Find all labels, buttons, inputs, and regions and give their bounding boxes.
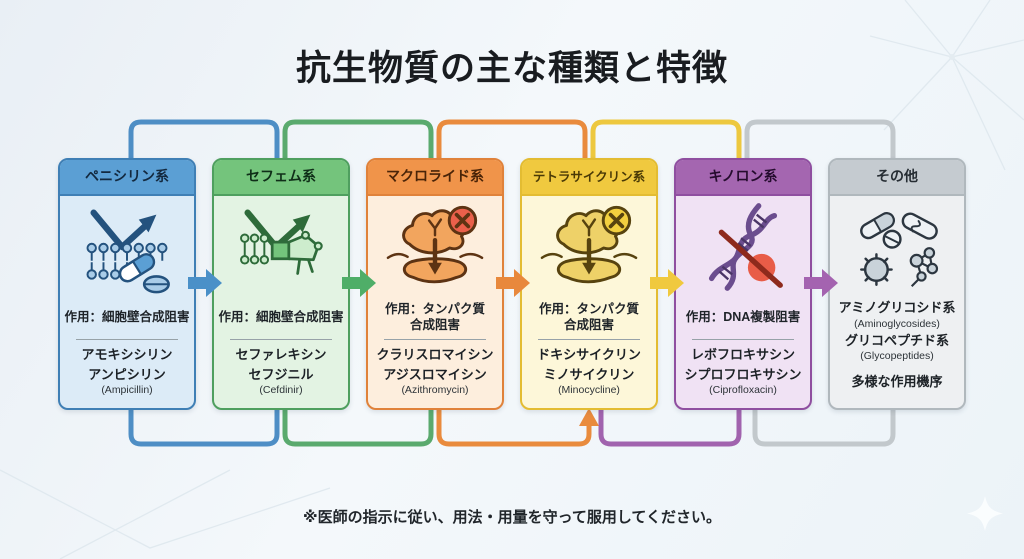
card-macrolide: マクロライド系 作用：タンパク質 合成阻 [366, 158, 504, 410]
bottom-connector-3 [436, 404, 592, 447]
other-classes-list: アミノグリコシド系 (Aminoglycosides) グリコペプチド系 (Gl… [839, 298, 956, 392]
class-name: アミノグリコシド系 [838, 300, 956, 315]
class-name-romaji: (Aminoglycosides) [854, 317, 940, 330]
drug-name: セファレキシン [235, 347, 327, 362]
bottom-connector-5 [752, 404, 896, 447]
divider [230, 339, 332, 340]
drug-list: セファレキシン セフジニル (Cefdinir) [235, 345, 326, 397]
cell-membrane-arrow-pills-icon [62, 198, 192, 298]
card-header-quinolone: キノロン系 [676, 160, 810, 196]
ribosome-blocked-icon [370, 198, 500, 298]
bottom-connector-2 [282, 404, 434, 447]
card-tetracycline: テトラサイクリン系 作用：タンパク質 合 [520, 158, 658, 410]
drug-name: レボフロキサシン [690, 347, 795, 362]
bottom-connector-1 [128, 404, 280, 447]
drug-name: シプロフロキサシン [684, 366, 802, 382]
card-header-cephem: セフェム系 [214, 160, 348, 196]
dna-helix-blocked-icon [678, 198, 808, 298]
drug-name-romaji: (Ampicillin) [101, 384, 153, 396]
assorted-antibiotics-icon [832, 198, 962, 298]
card-title: セフェム系 [246, 168, 316, 185]
divider [692, 339, 794, 340]
drug-list: レボフロキサシン シプロフロキサシン (Ciprofloxacin) [684, 345, 801, 397]
card-title: テトラサイクリン系 [532, 170, 646, 184]
card-other: その他 [828, 158, 966, 410]
footer-note: ※医師の指示に従い、用法・用量を守って服用してください。 [303, 509, 721, 526]
bottom-connector-4 [598, 404, 742, 447]
card-header-other: その他 [830, 160, 964, 196]
card-header-tetracycline: テトラサイクリン系 [522, 160, 656, 196]
drug-name: アジスロマイシン [383, 366, 487, 382]
mechanism-label: 作用：タンパク質 合成阻害 [384, 301, 485, 332]
mechanism-label: 作用：タンパク質 合成阻害 [538, 301, 639, 332]
drug-name: ミノサイクリン [543, 366, 635, 382]
drug-list: クラリスロマイシン アジスロマイシン (Azithromycin) [376, 345, 493, 397]
divider [384, 339, 486, 340]
ribosome-blocked-icon [524, 198, 654, 298]
drug-name-romaji: (Azithromycin) [401, 384, 469, 396]
bottom-return-arrowhead [579, 408, 599, 426]
drug-name: アンピシリン [88, 366, 166, 382]
card-title: その他 [876, 168, 918, 185]
drug-name-romaji: (Ciprofloxacin) [709, 384, 777, 396]
drug-name: アモキシシリン [81, 347, 173, 362]
drug-name: セフジニル [248, 366, 314, 382]
card-header-penicillin: ペニシリン系 [60, 160, 194, 196]
beta-lactam-structure-arrow-icon [216, 198, 346, 298]
drug-list: アモキシシリン アンピシリン (Ampicillin) [81, 345, 172, 397]
class-name-romaji: (Glycopeptides) [860, 350, 934, 363]
card-header-macrolide: マクロライド系 [368, 160, 502, 196]
divider [76, 339, 178, 340]
card-title: キノロン系 [708, 168, 778, 185]
divider [538, 339, 640, 340]
page-title: 抗生物質の主な種類と特徴 [295, 49, 728, 88]
drug-list: ドキシサイクリン ミノサイクリン (Minocycline) [537, 345, 641, 397]
card-row: ペニシリン系 [58, 158, 966, 410]
card-penicillin: ペニシリン系 [58, 158, 196, 410]
card-cephem: セフェム系 [212, 158, 350, 410]
mechanism-label: 作用：細胞壁合成阻害 [218, 309, 344, 324]
class-name: グリコペプチド系 [844, 332, 949, 348]
card-title: マクロライド系 [386, 168, 484, 185]
drug-name: ドキシサイクリン [537, 347, 641, 362]
drug-name: クラリスロマイシン [376, 347, 494, 362]
mechanism-label: 作用：DNA複製阻害 [685, 309, 801, 324]
drug-name-romaji: (Minocycline) [558, 384, 620, 396]
card-title: ペニシリン系 [85, 168, 169, 185]
drug-name-romaji: (Cefdinir) [259, 384, 303, 396]
card-quinolone: キノロン系 [674, 158, 812, 410]
mechanism-note: 多様な作用機序 [851, 374, 943, 390]
mechanism-label: 作用：細胞壁合成阻害 [64, 309, 190, 324]
